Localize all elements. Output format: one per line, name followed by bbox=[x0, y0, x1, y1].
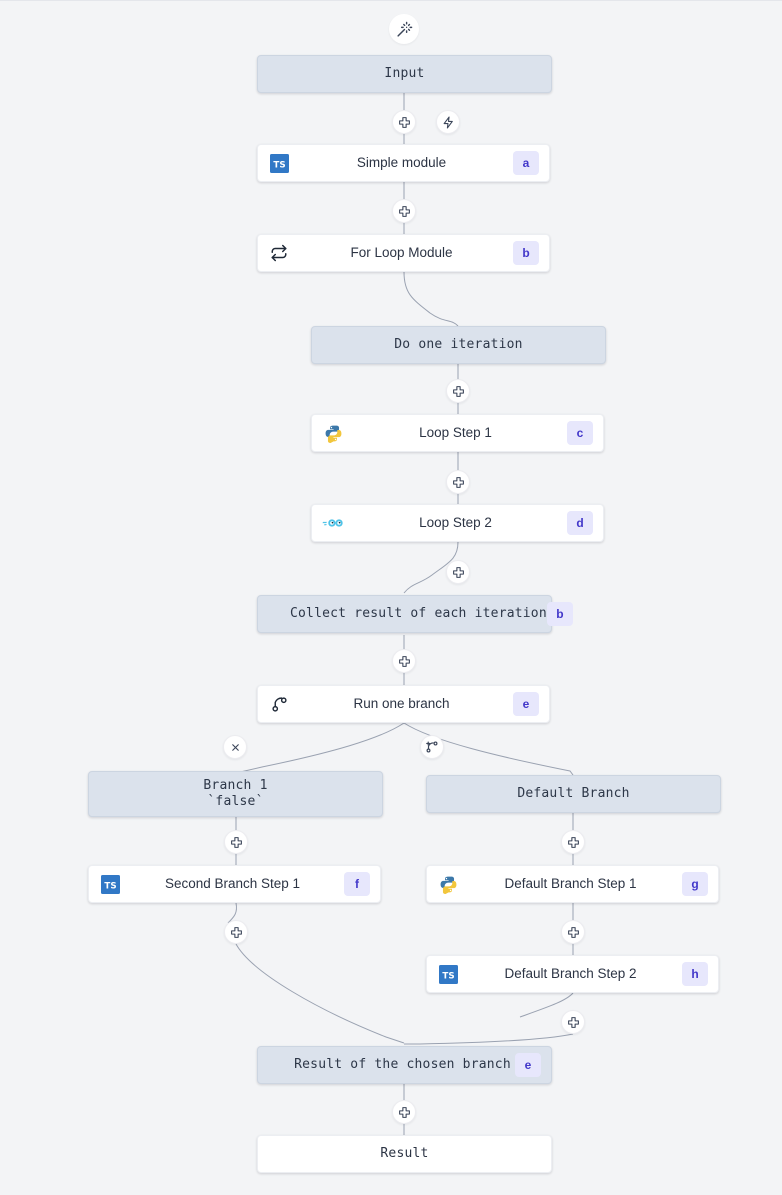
node-badge: h bbox=[682, 962, 708, 986]
node-label: Loop Step 1 bbox=[419, 424, 492, 440]
plus-icon[interactable] bbox=[446, 379, 470, 403]
node-label: Do one iteration bbox=[394, 336, 523, 352]
lightning-icon[interactable] bbox=[436, 110, 460, 134]
node-default-branch-step-1[interactable]: Default Branch Step 1 g bbox=[426, 865, 719, 903]
node-badge: f bbox=[344, 872, 370, 896]
node-badge: a bbox=[513, 151, 539, 175]
node-badge: b bbox=[513, 241, 539, 265]
python-icon bbox=[322, 422, 344, 444]
node-label: Collect result of each iteration bbox=[290, 605, 547, 621]
node-run-one-branch[interactable]: Run one branch e bbox=[257, 685, 550, 723]
node-do-one-iteration[interactable]: Do one iteration bbox=[311, 326, 606, 364]
node-label: Simple module bbox=[356, 154, 447, 170]
go-icon bbox=[322, 512, 344, 534]
node-badge: c bbox=[567, 421, 593, 445]
plus-icon[interactable] bbox=[446, 470, 470, 494]
node-result-of-chosen-branch[interactable]: Result of the chosen branch e bbox=[257, 1046, 552, 1084]
plus-icon[interactable] bbox=[392, 199, 416, 223]
node-badge: d bbox=[567, 511, 593, 535]
node-label: Result of the chosen branch bbox=[294, 1056, 511, 1072]
magic-wand-icon[interactable] bbox=[389, 14, 419, 44]
node-default-branch[interactable]: Default Branch bbox=[426, 775, 721, 813]
node-input[interactable]: Input bbox=[257, 55, 552, 93]
svg-text:TS: TS bbox=[442, 971, 454, 981]
node-label: For Loop Module bbox=[350, 244, 453, 260]
node-simple-module[interactable]: TS Simple module a bbox=[257, 144, 550, 182]
node-label: Default Branch Step 1 bbox=[504, 875, 637, 891]
node-loop-step-1[interactable]: Loop Step 1 c bbox=[311, 414, 604, 452]
node-label: Input bbox=[384, 65, 425, 81]
plus-icon[interactable] bbox=[392, 649, 416, 673]
node-label: Default Branch Step 2 bbox=[504, 965, 637, 981]
node-label: Default Branch bbox=[517, 785, 630, 801]
node-branch-1[interactable]: Branch 1 `false` bbox=[88, 771, 383, 817]
node-loop-step-2[interactable]: Loop Step 2 d bbox=[311, 504, 604, 542]
loop-icon bbox=[268, 242, 290, 264]
plus-icon[interactable] bbox=[446, 560, 470, 584]
node-collect-result[interactable]: Collect result of each iteration b bbox=[257, 595, 573, 633]
node-for-loop-module[interactable]: For Loop Module b bbox=[257, 234, 550, 272]
node-badge: e bbox=[515, 1053, 541, 1077]
plus-icon[interactable] bbox=[392, 110, 416, 134]
plus-icon[interactable] bbox=[224, 920, 248, 944]
typescript-icon: TS bbox=[268, 152, 290, 174]
node-default-branch-step-2[interactable]: TS Default Branch Step 2 h bbox=[426, 955, 719, 993]
plus-icon[interactable] bbox=[392, 1100, 416, 1124]
node-label: Loop Step 2 bbox=[419, 514, 492, 530]
node-label: Result bbox=[380, 1145, 429, 1161]
node-badge: b bbox=[546, 602, 573, 626]
plus-icon[interactable] bbox=[561, 1010, 585, 1034]
python-icon bbox=[437, 873, 459, 895]
close-icon[interactable] bbox=[223, 735, 247, 759]
node-result[interactable]: Result bbox=[257, 1135, 552, 1173]
svg-text:TS: TS bbox=[104, 881, 116, 891]
node-badge: g bbox=[682, 872, 708, 896]
node-badge: e bbox=[513, 692, 539, 716]
plus-icon[interactable] bbox=[561, 830, 585, 854]
typescript-icon: TS bbox=[99, 873, 121, 895]
typescript-icon: TS bbox=[437, 963, 459, 985]
node-label: Run one branch bbox=[353, 695, 450, 711]
node-label: Branch 1 `false` bbox=[203, 777, 268, 809]
plus-icon[interactable] bbox=[224, 830, 248, 854]
node-label: Second Branch Step 1 bbox=[164, 875, 301, 891]
svg-text:TS: TS bbox=[273, 160, 285, 170]
plus-icon[interactable] bbox=[561, 920, 585, 944]
branch-plus-icon[interactable] bbox=[420, 735, 444, 759]
git-branch-icon bbox=[268, 693, 290, 715]
node-second-branch-step-1[interactable]: TS Second Branch Step 1 f bbox=[88, 865, 381, 903]
